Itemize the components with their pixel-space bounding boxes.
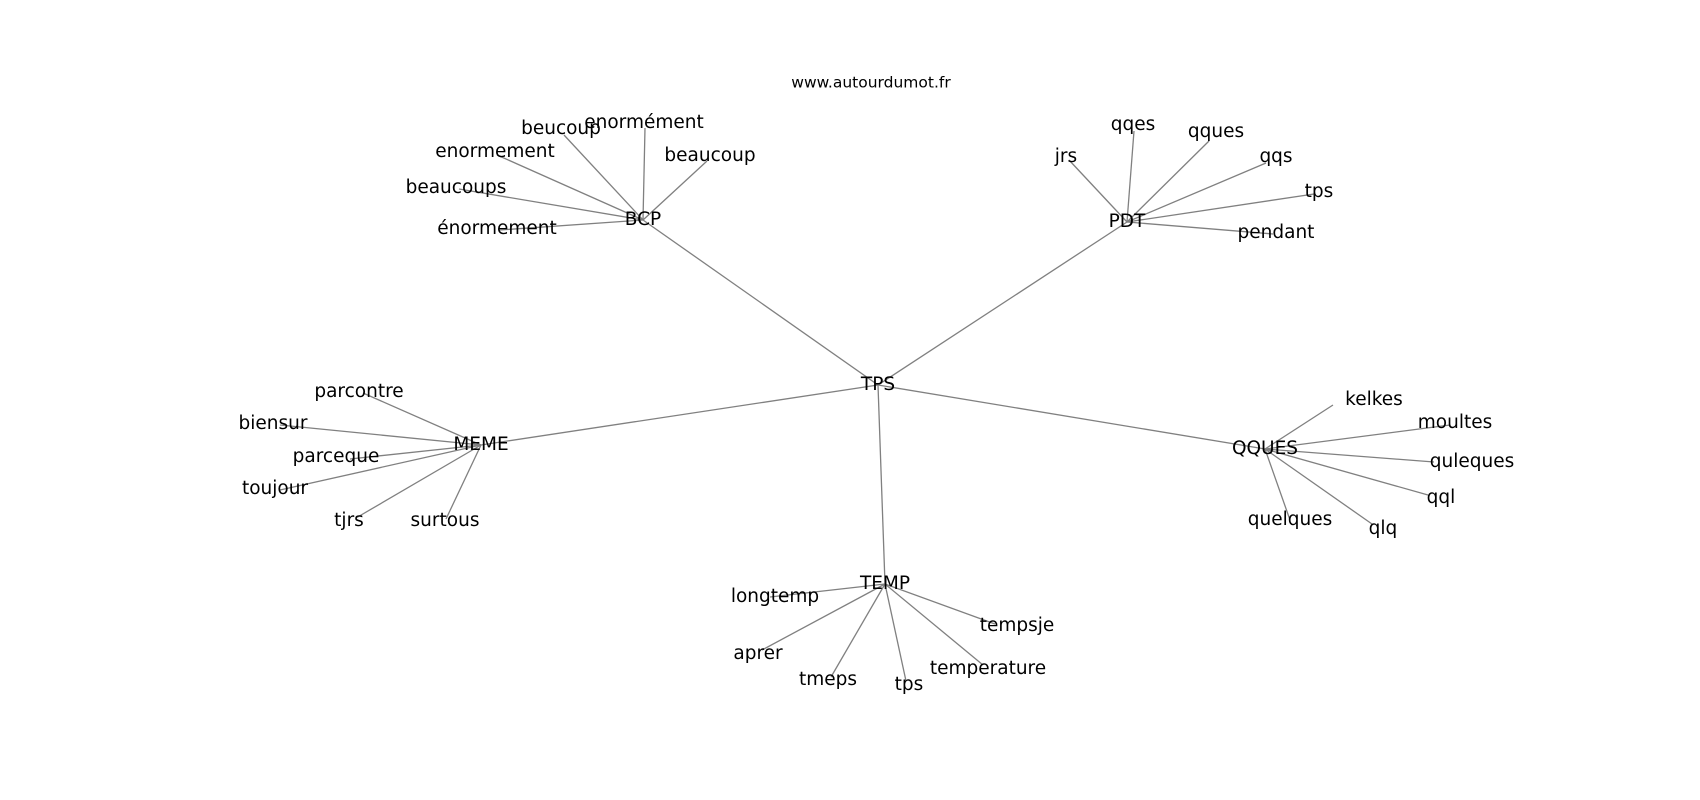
node-word: énormement	[437, 218, 557, 239]
node-group-bcp: BCP	[625, 209, 661, 230]
edge-pdt-tps	[1126, 193, 1315, 223]
node-word: beaucoups	[406, 177, 507, 198]
edge-meme-parcontre	[362, 392, 482, 446]
edge-root-bcp	[642, 219, 879, 386]
edge-pdt-jrs	[1068, 159, 1128, 223]
node-word: kelkes	[1345, 389, 1403, 410]
node-word: toujour	[242, 478, 308, 499]
node-word: parceque	[293, 446, 380, 467]
node-word: tps	[1305, 181, 1334, 202]
node-word: aprer	[733, 643, 783, 664]
edge-bcp-enormement-e	[499, 219, 644, 231]
edge-qques-kelkes	[1264, 404, 1334, 450]
edge-qques-quelques	[1264, 448, 1291, 521]
node-word: biensur	[239, 413, 308, 434]
edge-pdt-qques	[1126, 140, 1210, 223]
node-word: jrs	[1054, 146, 1077, 167]
edge-pdt-qqes	[1126, 130, 1135, 223]
node-word: tps	[895, 674, 924, 695]
edge-temp-aprer	[761, 583, 886, 651]
node-word: surtous	[411, 510, 480, 531]
edge-root-qques	[877, 384, 1266, 450]
node-root: TPS	[860, 374, 895, 395]
edge-bcp-beaucoup	[642, 160, 708, 221]
edge-qques-qql	[1264, 448, 1429, 496]
site-label: www.autourdumot.fr	[791, 74, 951, 92]
edge-pdt-pendant	[1126, 221, 1274, 235]
edge-meme-parceque	[349, 444, 482, 460]
node-group-qques: QQUES	[1232, 438, 1298, 459]
edge-meme-surtous	[445, 444, 482, 520]
edge-bcp-beucoup	[563, 134, 644, 221]
edge-temp-tps	[884, 583, 907, 682]
edge-temp-tmeps	[830, 583, 886, 678]
edges	[279, 127, 1451, 682]
edge-qques-quleques	[1264, 448, 1435, 463]
edge-temp-tempsje	[884, 583, 996, 625]
node-group-pdt: PDT	[1109, 211, 1146, 232]
edge-bcp-enormement	[496, 154, 644, 221]
edge-meme-biensur	[279, 424, 482, 446]
node-word: tempsje	[980, 615, 1055, 636]
edge-meme-toujour	[279, 444, 482, 491]
node-word: longtemp	[731, 586, 819, 607]
node-word: temperature	[930, 658, 1046, 679]
node-word: beucoup	[521, 118, 601, 139]
edge-bcp-enormement-acute	[642, 127, 646, 221]
node-word: enormément	[584, 112, 704, 133]
node-word: pendant	[1238, 222, 1315, 243]
edge-root-meme	[480, 384, 879, 446]
node-word: qqes	[1111, 114, 1156, 135]
edge-bcp-beaucoups	[458, 188, 644, 221]
node-word: tjrs	[334, 510, 364, 531]
node-word: moultes	[1418, 412, 1492, 433]
edge-meme-tjrs	[355, 444, 482, 519]
node-word: enormement	[435, 141, 555, 162]
edge-temp-temperature	[884, 583, 984, 666]
node-word: qlq	[1369, 518, 1398, 539]
node-group-meme: MEME	[453, 434, 508, 455]
node-word: tmeps	[799, 669, 857, 690]
node-word: qqs	[1259, 146, 1292, 167]
node-word: parcontre	[314, 381, 403, 402]
edge-qques-moultes	[1264, 424, 1451, 450]
node-word: quleques	[1430, 451, 1514, 472]
edge-pdt-qqs	[1126, 162, 1267, 223]
node-word: quelques	[1248, 509, 1332, 530]
edge-qques-qlq	[1264, 448, 1373, 525]
edge-root-temp	[877, 384, 886, 585]
node-group-temp: TEMP	[859, 573, 910, 594]
edge-temp-longtemp	[769, 583, 886, 598]
node-word: qques	[1188, 121, 1244, 142]
node-word: qql	[1427, 487, 1456, 508]
edge-root-pdt	[877, 221, 1128, 386]
node-labels: TPS BCP PDT MEME QQUES TEMP beucoup enor…	[239, 112, 1515, 695]
node-word: beaucoup	[664, 145, 755, 166]
